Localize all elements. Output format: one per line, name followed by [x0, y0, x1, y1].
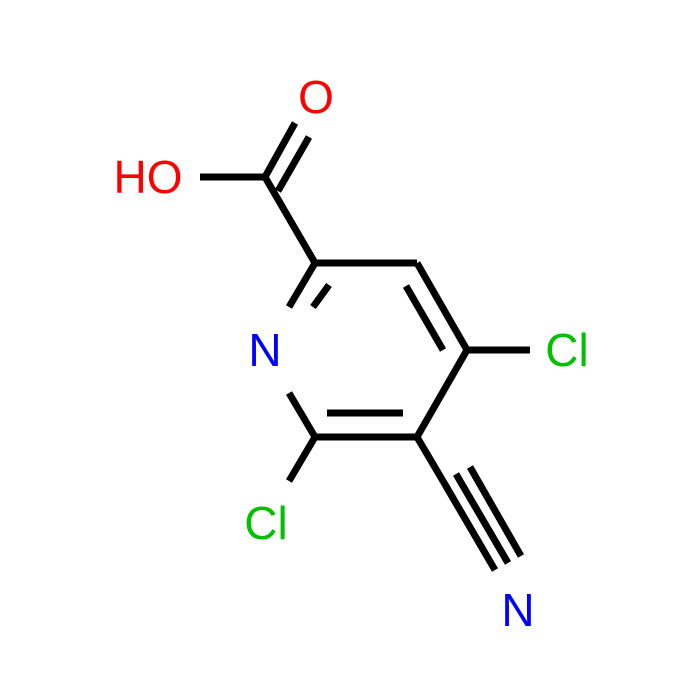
bond-c3-c4-inner — [402, 284, 447, 352]
bonds — [200, 121, 530, 572]
bond-carboxyl-o-b — [274, 135, 313, 193]
atom-labels: O HO N Cl Cl N — [114, 71, 589, 636]
bond-c3-c4 — [413, 261, 471, 352]
bond-c6-n1 — [285, 391, 319, 439]
bond-n1-c2 — [285, 261, 319, 309]
atom-label-carboxyl-oxygen: O — [298, 71, 334, 123]
bond-c6-cl — [285, 435, 319, 483]
bond-cn-triple-c — [466, 465, 525, 558]
bond-c4-c5 — [413, 348, 471, 439]
atom-label-ring-nitrogen: N — [248, 324, 281, 376]
bond-c5-cn — [413, 435, 447, 483]
bond-n1-c2-inner — [310, 282, 332, 310]
bond-cn-triple-a — [439, 479, 499, 572]
atom-label-hydroxyl: HO — [114, 151, 183, 203]
atom-label-chlorine-4: Cl — [545, 324, 588, 376]
bond-carboxyl-o-a — [261, 121, 299, 179]
atom-label-chlorine-6: Cl — [244, 497, 287, 549]
atom-label-nitrile-nitrogen: N — [501, 584, 534, 636]
bond-cn-triple-b — [452, 472, 512, 565]
bond-c2-carboxyl — [261, 175, 319, 265]
